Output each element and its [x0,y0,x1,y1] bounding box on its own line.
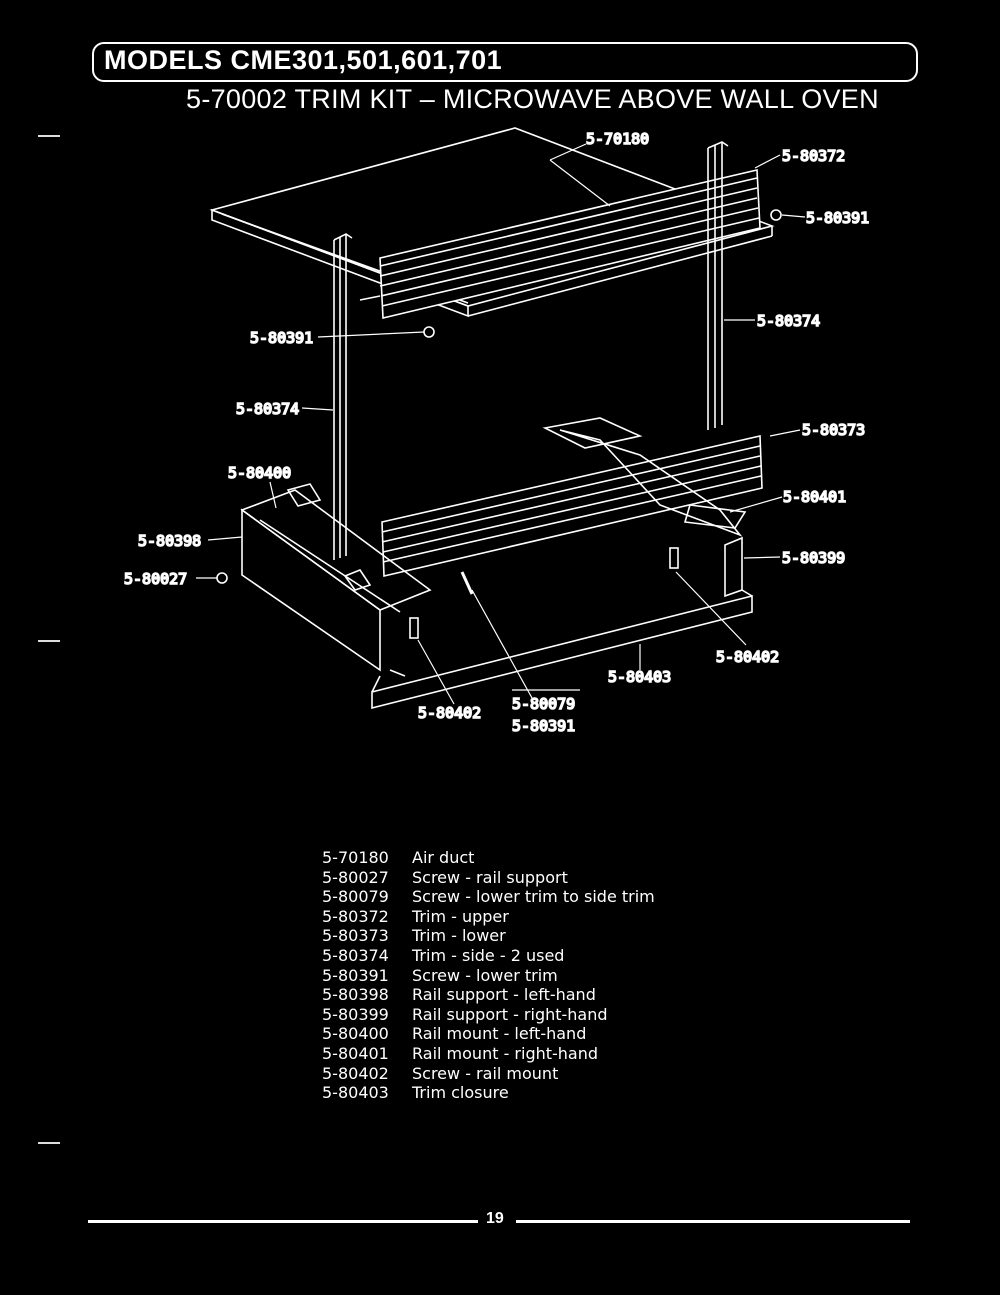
part-number: 5-80403 [322,1083,389,1103]
parts-row: 5-80401 Rail mount - right-hand [322,1044,655,1064]
part-number: 5-80372 [322,906,389,926]
part-number: 5-80402 [322,1063,389,1083]
right-side-trim-part [707,141,729,430]
part-description: Trim - side - 2 used [412,945,565,965]
part-number: 5-80399 [322,1004,389,1024]
part-description: Rail mount - left-hand [412,1024,587,1044]
callout-5-80372: 5-80372 [782,147,845,165]
parts-row: 5-80403 Trim closure [322,1083,655,1103]
left-side-trim-part [333,233,353,560]
parts-row: 5-80391 Screw - lower trim [322,966,655,986]
parts-row: 5-80372 Trim - upper [322,907,655,927]
callout-5-80027: 5-80027 [124,570,187,588]
callout-5-70180: 5-70180 [586,130,649,148]
parts-row: 5-80399 Rail support - right-hand [322,1005,655,1025]
parts-row: 5-80027 Screw - rail support [322,868,655,888]
part-number: 5-80400 [322,1024,389,1044]
part-description: Trim closure [412,1083,509,1103]
part-description: Rail mount - right-hand [412,1043,599,1063]
upper-trim-part [359,169,761,320]
part-description: Rail support - right-hand [412,1004,608,1024]
part-description: Rail support - left-hand [412,985,596,1005]
callout-5-80391-right: 5-80391 [806,209,869,227]
part-description: Trim - upper [412,906,509,926]
page-number: 19 [486,1210,504,1227]
callout-5-80402-left: 5-80402 [418,704,481,722]
lower-trim-part [381,435,763,577]
part-number: 5-70180 [322,848,389,867]
leader-lines [196,143,806,705]
callout-5-80391-left: 5-80391 [250,329,313,347]
part-number: 5-80373 [322,926,389,946]
callout-5-80373: 5-80373 [802,421,865,439]
binder-edge-mark [38,1142,60,1144]
parts-row: 5-80079 Screw - lower trim to side trim [322,887,655,907]
parts-row: 5-80400 Rail mount - left-hand [322,1024,655,1044]
part-number: 5-80027 [322,867,389,887]
part-number: 5-80398 [322,985,389,1005]
callout-5-80398: 5-80398 [138,532,201,550]
screw-parts [216,209,782,639]
part-number: 5-80401 [322,1043,389,1063]
callout-5-80391-bottom: 5-80391 [512,717,575,735]
part-description: Screw - lower trim [412,965,558,985]
parts-row: 5-80402 Screw - rail mount [322,1064,655,1084]
callout-5-80079: 5-80079 [512,695,575,713]
part-description: Air duct [412,848,475,867]
part-number: 5-80374 [322,945,389,965]
right-rail-mount-part [542,417,747,537]
callout-5-80374-left: 5-80374 [236,400,299,418]
binder-edge-mark [38,640,60,642]
callout-5-80399: 5-80399 [782,549,845,567]
parts-row: 5-80374 Trim - side - 2 used [322,946,655,966]
part-description: Screw - rail support [412,867,568,887]
callout-5-80403: 5-80403 [608,668,671,686]
left-rail-support-part [240,483,432,672]
parts-row: 5-80398 Rail support - left-hand [322,985,655,1005]
part-description: Trim - lower [412,926,506,946]
binder-edge-mark [38,135,60,137]
footer-rule-right [516,1220,910,1223]
parts-row: 5-70180 Air duct [322,848,655,868]
models-title: MODELS CME301,501,601,701 [104,45,503,75]
callout-5-80400: 5-80400 [228,464,291,482]
callout-5-80402-right: 5-80402 [716,648,779,666]
part-description: Screw - lower trim to side trim [412,887,655,907]
models-header-box [92,42,918,82]
part-number: 5-80079 [322,887,389,907]
trim-closure-part [371,589,753,710]
callout-5-80401: 5-80401 [783,488,846,506]
parts-list: 5-70180 Air duct 5-80027 Screw - rail supp… [322,848,655,1103]
part-number: 5-80391 [322,965,389,985]
footer-rule-left [88,1220,478,1223]
right-rail-support-part [724,536,743,598]
exploded-diagram: 5-70180 5-80372 5-80391 5-80374 5-80391 … [123,127,870,736]
kit-title: 5-70002 TRIM KIT – MICROWAVE ABOVE WALL … [186,84,879,114]
part-description: Screw - rail mount [412,1063,559,1083]
parts-row: 5-80373 Trim - lower [322,926,655,946]
callout-5-80374-right: 5-80374 [757,312,820,330]
